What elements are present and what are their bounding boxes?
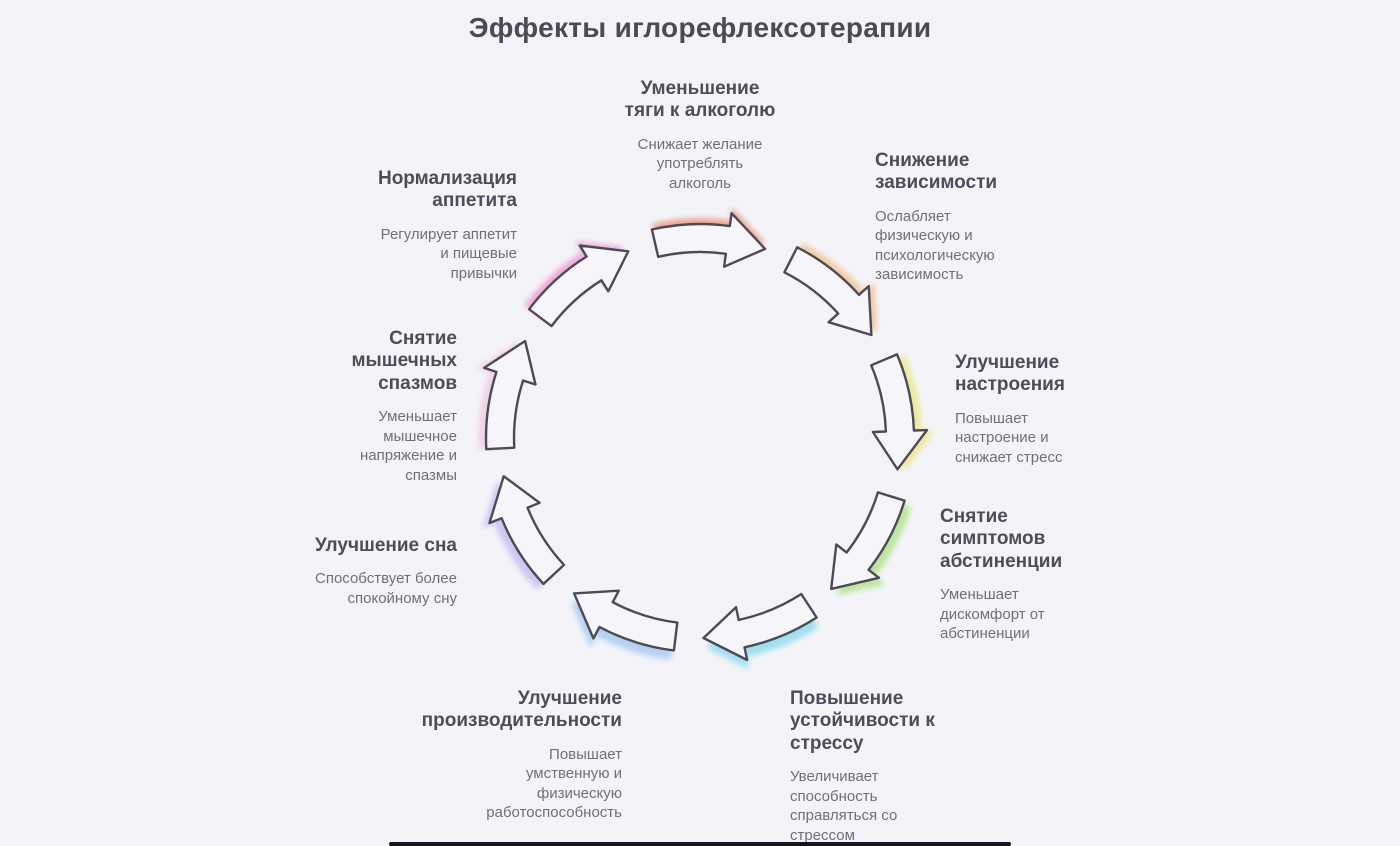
node-appetite-normalization-title: Нормализация аппетита (377, 168, 517, 212)
node-alcohol-craving: Уменьшение тяги к алкоголю Снижает желан… (580, 78, 820, 193)
node-muscle-spasm-relief-title: Снятие мышечных спазмов (351, 328, 457, 394)
node-mood-improvement-title: Улучшение настроения (955, 352, 1065, 396)
arrow-green-shadow (837, 498, 912, 596)
node-muscle-spasm-relief: Снятие мышечных спазмов Уменьшает мышечн… (257, 328, 457, 485)
node-mood-improvement: Улучшение настроения Повышает настроение… (955, 352, 1155, 467)
arrow-yellow-shadow (879, 355, 935, 471)
node-sleep-improvement-desc: Способствует более спокойному сну (315, 570, 457, 607)
arrow-cyan-shadow (705, 603, 819, 670)
node-stress-resilience: Повышение устойчивости к стрессу Увеличи… (790, 688, 1010, 845)
node-sleep-improvement-title: Улучшение сна (314, 535, 457, 556)
arrow-green (830, 491, 906, 591)
node-withdrawal-relief-desc: Уменьшает дискомфорт от абстиненции (940, 586, 1045, 643)
node-withdrawal-relief: Снятие симптомов абстиненции Уменьшает д… (940, 506, 1150, 644)
arrow-blue-shadow (571, 600, 675, 660)
node-productivity-title: Улучшение производительности (421, 688, 622, 732)
node-dependence-reduction-title: Снижение зависимости (875, 150, 998, 194)
node-productivity-desc: Повышает умственную и физическую работос… (486, 745, 622, 822)
node-dependence-reduction: Снижение зависимости Ослабляет физическу… (875, 150, 1075, 285)
arrow-cyan (702, 592, 818, 662)
arrow-yellow (870, 353, 929, 471)
node-appetite-normalization: Нормализация аппетита Регулирует аппетит… (297, 168, 517, 283)
node-alcohol-craving-desc: Снижает желание употреблять алкоголь (637, 135, 763, 192)
arrow-lavender-shadow (482, 481, 557, 590)
node-withdrawal-relief-title: Снятие симптомов абстиненции (940, 506, 1063, 572)
node-muscle-spasm-relief-desc: Уменьшает мышечное напряжение и спазмы (360, 408, 457, 484)
arrow-lavender (488, 475, 566, 586)
node-dependence-reduction-desc: Ослабляет физическую и психологическую з… (875, 207, 995, 284)
arrow-pale-pink (482, 339, 537, 451)
node-stress-resilience-desc: Увеличивает способность справляться со с… (790, 768, 898, 844)
arrow-peach-shadow (789, 243, 877, 332)
node-appetite-normalization-desc: Регулирует аппетит и пищевые привычки (380, 225, 517, 282)
arrow-salmon (650, 212, 767, 268)
arrow-pink (527, 244, 630, 328)
bottom-bar (389, 842, 1011, 846)
node-mood-improvement-desc: Повышает настроение и снижает стресс (955, 409, 1063, 466)
node-stress-resilience-title: Повышение устойчивости к стрессу (790, 688, 935, 754)
arrow-pink-shadow (524, 241, 624, 322)
node-alcohol-craving-title: Уменьшение тяги к алкоголю (624, 78, 776, 122)
arrow-salmon-shadow (652, 207, 766, 261)
diagram-title: Эффекты иглорефлексотерапии (468, 12, 932, 43)
node-productivity: Улучшение производительности Повышает ум… (382, 688, 622, 823)
arrow-blue (572, 589, 679, 652)
arrow-peach (783, 246, 873, 337)
arrow-pale-pink-shadow (476, 341, 528, 450)
node-sleep-improvement: Улучшение сна Способствует более спокойн… (237, 535, 457, 608)
